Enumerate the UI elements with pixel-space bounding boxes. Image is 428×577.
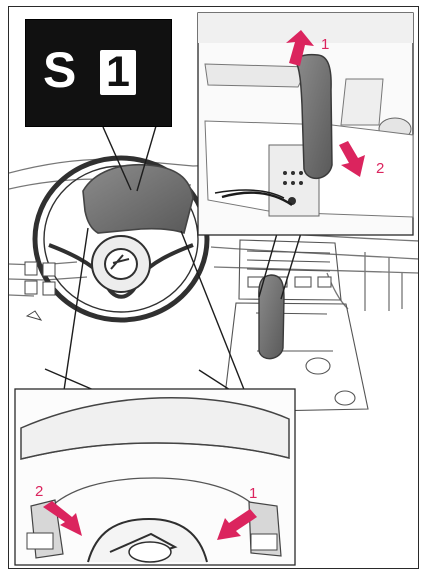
shift-up-label: 1 bbox=[321, 37, 329, 52]
right-paddle-label: 1 bbox=[249, 486, 257, 501]
shift-lever-main bbox=[259, 275, 284, 359]
vehicle-illustration: S 1 1 2 2 1 bbox=[8, 6, 419, 569]
shift-down-label: 2 bbox=[376, 161, 384, 176]
shift-lever-inset bbox=[198, 13, 413, 235]
shift-range-indicator: S 1 bbox=[25, 19, 172, 127]
shift-range-number-box: 1 bbox=[100, 50, 136, 95]
instrument-cluster bbox=[83, 165, 193, 233]
shift-range-number: 1 bbox=[106, 50, 130, 95]
shift-range-letter: S bbox=[43, 45, 76, 95]
center-console bbox=[223, 240, 368, 412]
left-paddle-label: 2 bbox=[35, 484, 43, 499]
paddle-shifter-inset bbox=[15, 389, 295, 565]
